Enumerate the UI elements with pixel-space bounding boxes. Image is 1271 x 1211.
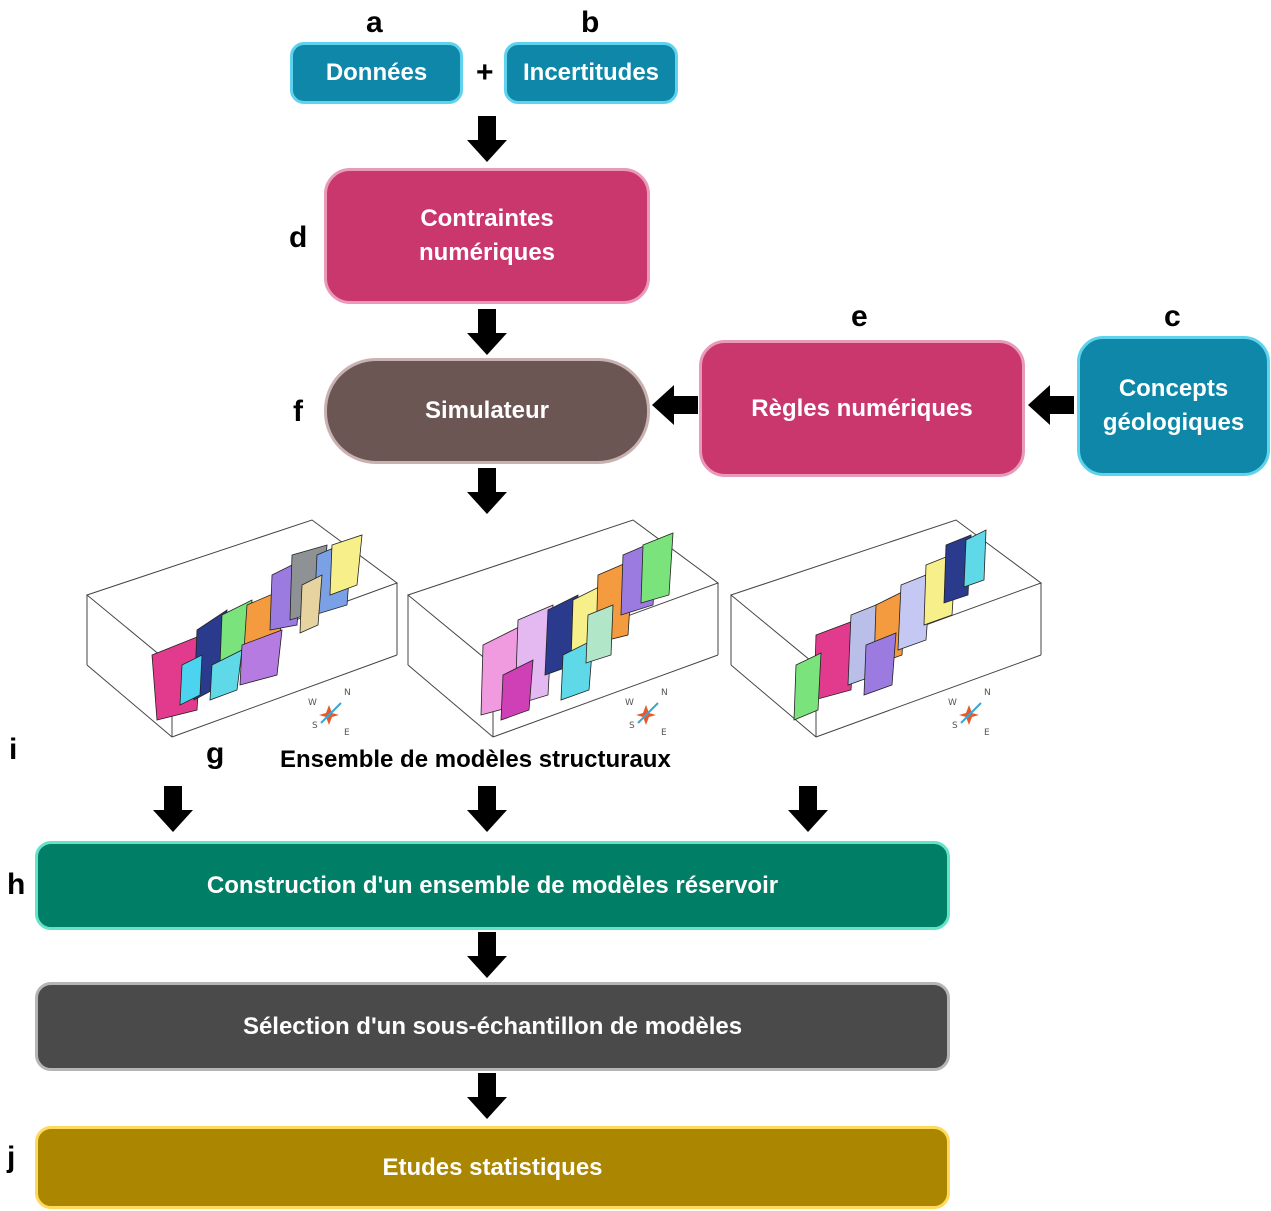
label-g: g (206, 737, 225, 770)
construction-box: Construction d'un ensemble de modèles ré… (35, 841, 950, 930)
compass-e-2: E (661, 728, 667, 738)
donnees-box: Données (290, 42, 463, 104)
compass-w-2: W (625, 698, 634, 708)
compass-n-2: N (661, 688, 668, 698)
etudes-box: Etudes statistiques (35, 1126, 950, 1209)
arrow-left-1 (652, 385, 698, 425)
regles-box: Règles numériques (699, 340, 1025, 477)
compass-s-3: S (952, 721, 958, 731)
concepts-box: Concepts géologiques (1077, 336, 1270, 476)
arrow-down-g1 (153, 786, 193, 832)
structural-model-2: W N S E (406, 519, 720, 738)
selection-label: Sélection d'un sous-échantillon de modèl… (242, 1012, 743, 1040)
compass-s-1: S (312, 721, 318, 731)
label-c: c (1164, 300, 1181, 333)
compass-w-3: W (948, 698, 957, 708)
label-h: h (7, 868, 26, 901)
arrow-left-2 (1028, 385, 1074, 425)
label-a: a (366, 6, 383, 39)
compass-icon-2 (636, 702, 659, 725)
compass-n-1: N (344, 688, 351, 698)
compass-s-2: S (629, 721, 635, 731)
incertitudes-box: Incertitudes (504, 42, 678, 104)
etudes-label: Etudes statistiques (382, 1153, 603, 1181)
arrow-down-1 (467, 116, 507, 162)
compass-e-1: E (344, 728, 350, 738)
compass-icon-3 (959, 702, 982, 725)
compass-e-3: E (984, 728, 990, 738)
arrow-down-5 (467, 1073, 507, 1119)
selection-box: Sélection d'un sous-échantillon de modèl… (35, 982, 950, 1071)
arrow-down-2 (467, 309, 507, 355)
concepts-line1: Concepts (1118, 375, 1229, 402)
contraintes-box: Contraintes numériques (324, 168, 650, 304)
structural-model-3: W N S E (729, 519, 1043, 738)
compass-icon-1 (319, 702, 342, 725)
label-e: e (851, 300, 868, 333)
label-i: i (9, 733, 18, 766)
construction-label: Construction d'un ensemble de modèles ré… (206, 871, 779, 899)
label-d: d (289, 221, 308, 254)
contraintes-line2: numériques (418, 239, 556, 266)
regles-label: Règles numériques (751, 394, 973, 422)
label-j: j (7, 1141, 16, 1174)
compass-w-1: W (308, 698, 317, 708)
label-f: f (293, 395, 303, 428)
incertitudes-label: Incertitudes (522, 59, 660, 86)
arrow-down-3 (467, 468, 507, 514)
plus-sign: + (476, 56, 494, 89)
label-b: b (581, 6, 600, 39)
arrow-down-g2 (467, 786, 507, 832)
simulateur-box: Simulateur (324, 358, 650, 464)
compass-n-3: N (984, 688, 991, 698)
arrow-down-g3 (788, 786, 828, 832)
arrow-down-4 (467, 932, 507, 978)
ensemble-caption: Ensemble de modèles structuraux (280, 746, 671, 773)
donnees-label: Données (325, 59, 428, 86)
contraintes-line1: Contraintes (420, 205, 554, 232)
simulateur-label: Simulateur (424, 397, 550, 424)
concepts-line2: géologiques (1102, 409, 1245, 436)
structural-model-1: W N S E (85, 519, 399, 738)
